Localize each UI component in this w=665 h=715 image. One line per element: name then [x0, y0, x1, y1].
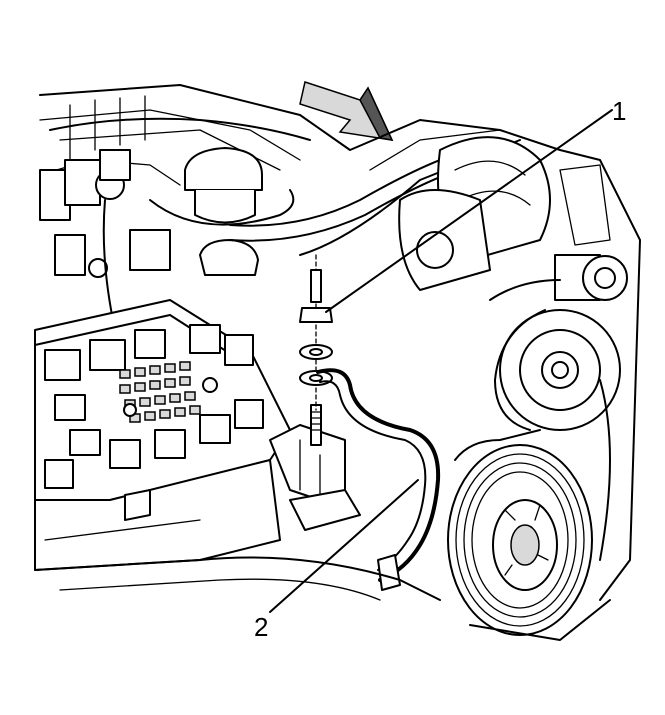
hardware-stack	[299, 254, 333, 411]
fuse-grid	[119, 361, 201, 423]
callout-1-label: 1	[612, 96, 626, 126]
callout-2: 2	[254, 479, 419, 642]
mounting-bracket	[269, 404, 361, 531]
callout-2-label: 2	[254, 612, 268, 642]
direction-arrow-icon	[299, 81, 394, 141]
hose	[316, 368, 441, 591]
pulleys	[447, 309, 621, 636]
nut-icon	[299, 307, 333, 323]
fuse-box	[34, 299, 291, 571]
callout-1: 1	[325, 96, 626, 313]
